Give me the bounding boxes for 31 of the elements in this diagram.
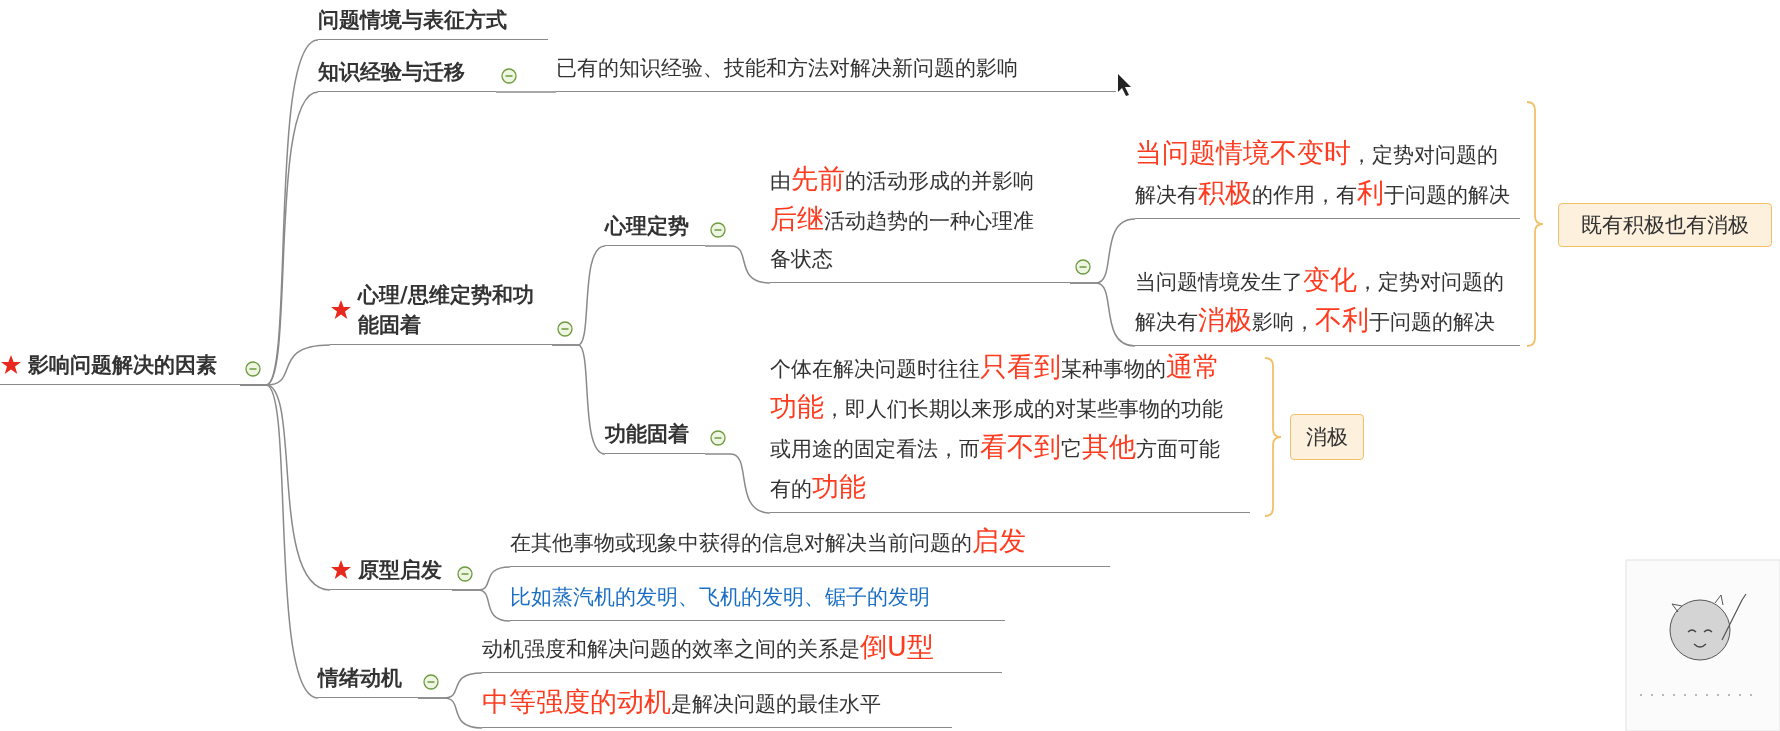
summary-box bbox=[1558, 203, 1772, 247]
topic-text: 当问题情境不变时，定势对问题的解决有积极的作用，有利于问题的解决 bbox=[1135, 136, 1510, 210]
connector-line bbox=[704, 453, 771, 514]
topic-text: 由先前的活动形成的并影响后继活动趋势的一种心理准备状态 bbox=[770, 162, 1035, 273]
topic-text: 影响问题解决的因素 bbox=[28, 352, 217, 379]
topic-text: 在其他事物或现象中获得的信息对解决当前问题的启发 bbox=[510, 524, 1026, 558]
topic-text: 心理定势 bbox=[605, 213, 689, 240]
summary-text: 既有积极也有消极 bbox=[1581, 212, 1749, 239]
connector-line bbox=[239, 384, 319, 699]
connector-line bbox=[551, 344, 606, 455]
topic-text: 比如蒸汽机的发明、飞机的发明、锯子的发明 bbox=[510, 584, 930, 611]
topic-text: 中等强度的动机是解决问题的最佳水平 bbox=[482, 685, 881, 719]
connector-line bbox=[1069, 282, 1136, 347]
topic-text: 原型启发 bbox=[358, 557, 442, 584]
topic-text: 情绪动机 bbox=[318, 665, 402, 692]
connector-line bbox=[704, 245, 771, 284]
topic-node bbox=[318, 5, 548, 40]
topic-text: 动机强度和解决问题的效率之间的关系是倒U型 bbox=[482, 630, 934, 664]
topic-text: 当问题情境发生了变化，定势对问题的解决有消极影响，不利于问题的解决 bbox=[1135, 263, 1505, 337]
topic-text: 功能固着 bbox=[605, 421, 689, 448]
connector-line bbox=[417, 697, 483, 729]
topic-text: 心理/思维定势和功能固着 bbox=[358, 282, 535, 339]
topic-text: 已有的知识经验、技能和方法对解决新问题的影响 bbox=[556, 55, 1018, 82]
topic-text: 知识经验与迁移 bbox=[318, 59, 465, 86]
topic-node bbox=[605, 419, 705, 454]
summary-text: 消极 bbox=[1306, 424, 1348, 451]
topic-text: 问题情境与表征方式 bbox=[318, 7, 507, 34]
connector-line bbox=[451, 589, 511, 622]
topic-text: 个体在解决问题时往往只看到某种事物的通常功能，即人们长期以来形成的对某些事物的功能或用途的固定看法，而看不到它其他方面可能有的功能 bbox=[770, 350, 1224, 504]
connector-line bbox=[495, 91, 557, 93]
summary-box bbox=[1290, 414, 1364, 460]
